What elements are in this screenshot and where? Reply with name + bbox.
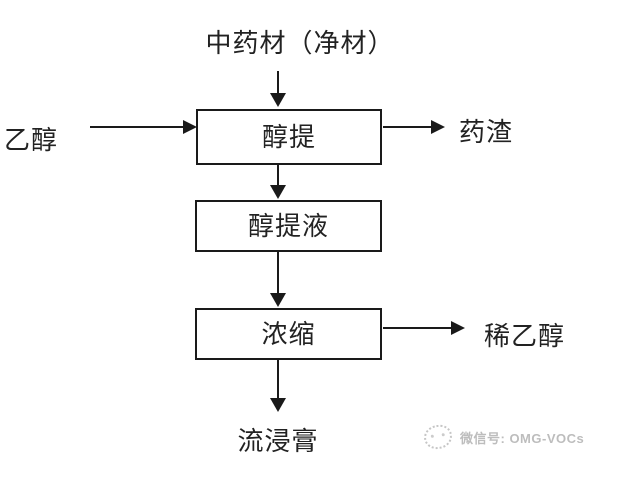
arrow-liquid-to-concentration-head [270, 293, 286, 307]
arrow-source-to-extraction-head [270, 93, 286, 107]
arrow-ethanol-head [183, 120, 197, 134]
watermark-logo-icon [422, 423, 454, 451]
node-alcohol-extraction: 醇提 [196, 109, 382, 165]
arrow-extraction-to-liquid-shaft [277, 165, 279, 186]
arrow-dilute-ethanol-shaft [383, 327, 451, 329]
dilute-ethanol-output-label: 稀乙醇 [484, 321, 566, 351]
arrow-ethanol-shaft [90, 126, 183, 128]
arrow-concentration-to-final-shaft [277, 360, 279, 399]
residue-output-label: 药渣 [459, 117, 514, 147]
arrow-liquid-to-concentration-shaft [277, 252, 279, 294]
watermark-wechat-id: 微信号: OMG-VOCs [460, 430, 585, 446]
node-concentration-label: 浓缩 [261, 319, 316, 349]
ethanol-input-label: 乙醇 [4, 125, 59, 155]
source-material-label: 中药材（净材） [205, 28, 395, 58]
final-product-label: 流浸膏 [237, 426, 319, 456]
watermark: 微信号: OMG-VOCs [422, 423, 585, 451]
node-concentration: 浓缩 [195, 308, 382, 360]
arrow-source-to-extraction-shaft [277, 71, 279, 95]
arrow-extraction-to-liquid-head [270, 185, 286, 199]
arrow-residue-head [431, 120, 445, 134]
arrow-residue-shaft [383, 126, 431, 128]
node-alcohol-extract-liquid-label: 醇提液 [247, 211, 329, 241]
arrow-concentration-to-final-head [270, 398, 286, 412]
node-alcohol-extraction-label: 醇提 [261, 122, 316, 152]
arrow-dilute-ethanol-head [451, 321, 465, 335]
node-alcohol-extract-liquid: 醇提液 [195, 200, 382, 252]
